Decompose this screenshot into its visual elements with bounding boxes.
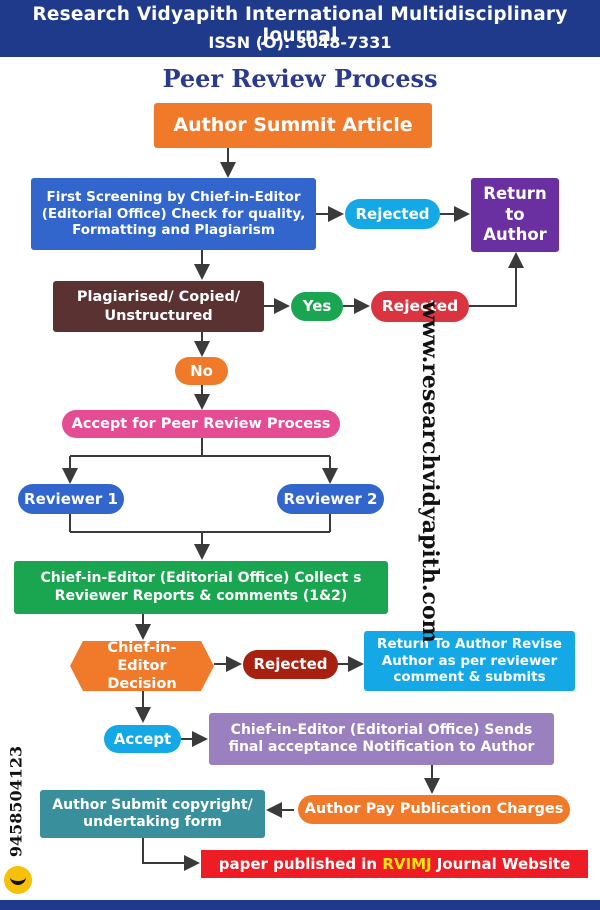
- collects-reports-label: Chief-in-Editor (Editorial Office) Colle…: [40, 570, 362, 604]
- header-banner: [0, 0, 600, 57]
- no-badge-label: No: [190, 361, 213, 380]
- accept-badge-label: Accept: [113, 729, 172, 748]
- published-highlight: RVIMJ: [382, 854, 432, 873]
- plagiarised-label: Plagiarised/ Copied/ Unstructured: [76, 289, 241, 324]
- rejected-badge-1: Rejected: [345, 199, 440, 229]
- author-submit-box: Author Summit Article: [154, 103, 432, 148]
- return-revise-box: Return To Author Revise Author as per re…: [364, 631, 575, 691]
- accept-badge: Accept: [104, 725, 181, 753]
- reviewer-1-label: Reviewer 1: [24, 489, 118, 508]
- published-prefix: paper published in: [218, 854, 383, 873]
- decision-label: Chief-in-Editor Decision: [107, 639, 177, 693]
- published-suffix: Journal Website: [431, 854, 571, 873]
- phone-smile-icon: [4, 866, 32, 894]
- page-title: Peer Review Process: [162, 64, 438, 93]
- author-submit-label: Author Summit Article: [173, 113, 413, 136]
- published-text: paper published in RVIMJ Journal Website: [219, 855, 571, 874]
- rejected-badge-2-label: Rejected: [381, 296, 459, 315]
- published-box: paper published in RVIMJ Journal Website: [201, 850, 588, 878]
- decision-hexagon: Chief-in-Editor Decision: [70, 641, 214, 691]
- submit-copyright-label: Author Submit copyright/ undertaking for…: [52, 796, 253, 831]
- accept-peer-review-box: Accept for Peer Review Process: [62, 410, 340, 438]
- final-acceptance-label: Chief-in-Editor (Editorial Office) Sends…: [228, 721, 535, 756]
- rejected-badge-1-label: Rejected: [355, 204, 430, 223]
- rejected-badge-3: Rejected: [243, 650, 338, 679]
- rejected-badge-2: Rejected: [371, 291, 469, 322]
- yes-badge-label: Yes: [302, 297, 332, 316]
- pay-charges-label: Author Pay Publication Charges: [304, 801, 564, 818]
- journal-issn: ISSN (O): 3048-7331: [208, 33, 392, 52]
- return-to-author-label: Return to Author: [483, 184, 547, 245]
- plagiarised-box: Plagiarised/ Copied/ Unstructured: [53, 281, 264, 332]
- reviewer-2-label: Reviewer 2: [283, 489, 378, 508]
- collects-reports-box: Chief-in-Editor (Editorial Office) Colle…: [14, 561, 388, 614]
- yes-badge: Yes: [291, 292, 343, 321]
- return-revise-label: Return To Author Revise Author as per re…: [377, 635, 562, 686]
- website-url: www.researchvidyapith.com: [417, 301, 443, 643]
- no-badge: No: [175, 357, 228, 385]
- return-to-author-box: Return to Author: [471, 178, 559, 252]
- submit-copyright-box: Author Submit copyright/ undertaking for…: [40, 790, 265, 838]
- accept-peer-review-label: Accept for Peer Review Process: [71, 415, 331, 432]
- phone-number: 9458504123: [6, 745, 26, 858]
- reviewer-2-box: Reviewer 2: [277, 484, 384, 514]
- reviewer-1-box: Reviewer 1: [18, 484, 124, 514]
- pay-charges-box: Author Pay Publication Charges: [298, 795, 570, 824]
- footer-bar: [0, 900, 600, 910]
- first-screening-box: First Screening by Chief-in-Editor (Edit…: [31, 178, 316, 250]
- journal-title: Research Vidyapith International Multidi…: [32, 4, 568, 46]
- final-acceptance-box: Chief-in-Editor (Editorial Office) Sends…: [209, 713, 554, 765]
- first-screening-label: First Screening by Chief-in-Editor (Edit…: [41, 188, 306, 239]
- rejected-badge-3-label: Rejected: [253, 655, 328, 674]
